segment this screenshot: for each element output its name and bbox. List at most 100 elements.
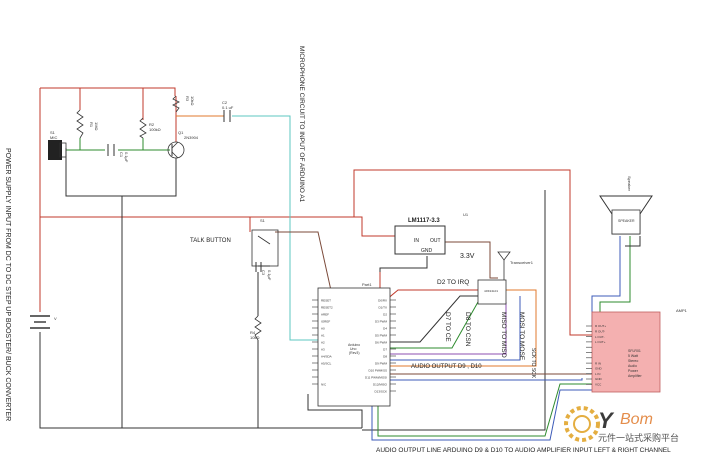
arduino-pin-label: A1: [321, 333, 325, 337]
arduino-pin-label: A5/SCL: [321, 361, 332, 365]
c2-value: 0.1 uF: [222, 105, 234, 110]
wire-gnd-tr: [362, 190, 546, 431]
r2-label: R2: [149, 122, 155, 127]
arduino-pin-label: D9 PWM: [375, 361, 388, 365]
battery-label: V: [54, 316, 57, 321]
speaker-label: Speaker: [627, 176, 632, 192]
wire-gnd-bottom: [39, 332, 362, 429]
c2-label: C2: [222, 100, 228, 105]
r4-label: R4: [250, 330, 256, 335]
c1-value: 0.1µF: [124, 152, 129, 163]
arduino-pin-label: D2: [383, 312, 387, 316]
arduino-name-3: (Rev3): [349, 351, 360, 355]
arduino-pin-label: RESET2: [321, 305, 333, 309]
miso-label: MISO TO MISO: [500, 312, 507, 358]
r3-label: R3: [185, 96, 190, 102]
arduino-pin-label: D6 PWM: [375, 340, 388, 344]
wires: [39, 87, 641, 441]
arduino-name-1: Arduino: [348, 343, 360, 347]
capacitor-c2: C2 0.1 uF: [222, 100, 234, 122]
arduino-pin-label: AREF: [321, 312, 329, 316]
amp-pin-label: L IN: [595, 372, 600, 376]
capacitor-c1: C1 0.1µF: [107, 144, 129, 163]
arduino-pin-label: D10 PWM/SS: [368, 368, 387, 372]
r1-value: 1MΩ: [94, 122, 99, 131]
amp-pin-label: R OUT-: [595, 330, 605, 334]
wire-audio-bottom-left: [371, 380, 600, 441]
regulator-out: OUT: [430, 238, 441, 244]
svg-text:Bom: Bom: [620, 411, 653, 428]
wire-sck: [390, 289, 537, 367]
microphone: S1 MIC: [48, 130, 67, 160]
arduino-pin-label: D1/TX: [378, 305, 387, 309]
q1-label: Q1: [178, 130, 184, 135]
capacitor-c3: C3 0.1µF: [255, 262, 272, 281]
amp-desc-line: Amplifier: [628, 374, 642, 378]
mic-value: MIC: [50, 135, 57, 140]
d8-csn-label: D8 TO CSN: [464, 312, 471, 347]
arduino-pin-label: D4: [383, 326, 387, 330]
svg-text:SPEAKER: SPEAKER: [618, 219, 635, 223]
mosi-label: MOSI TO MOSE: [518, 312, 525, 361]
transceiver-label: Transceiver1: [510, 260, 534, 265]
wire-miso: [390, 302, 507, 355]
arduino-pin-label: D13/SCK: [374, 389, 387, 393]
amp-desc-line: 5 Watt: [628, 354, 638, 358]
arduino-pin-label: N/C: [321, 382, 327, 386]
regulator-lm1117: LM1117-3.3 IN OUT GND U1 3.3V: [394, 212, 475, 260]
wire-d8-csn: [390, 301, 479, 349]
resistor-r3: R3 10kΩ: [172, 95, 195, 113]
arduino-pin-label: D3 PWM: [375, 319, 388, 323]
transistor-q1: Q1 2N3904: [167, 130, 199, 159]
wire-d2-irq: [379, 289, 478, 306]
amp-pin-label: L OUT-: [595, 335, 605, 339]
wire-mosi: [390, 296, 521, 361]
arduino-pin-label: D5 PWM: [375, 333, 388, 337]
r3-value: 10kΩ: [190, 96, 195, 105]
arduino-uno: Arduino Uno (Rev3) Part1 RESETRESET2AREF…: [312, 282, 396, 407]
arduino-pin-label: D0/RX: [378, 298, 387, 302]
amp-pin-label: VCC: [595, 383, 602, 387]
wire-audio-bottom-right: [377, 383, 600, 437]
arduino-pin-label: A4/SDA: [321, 354, 332, 358]
wire-speaker-a: [591, 236, 621, 326]
arduino-pin-label: D11 PWM/MOSI: [365, 375, 387, 379]
wire-33v-tr: [489, 256, 498, 279]
c3-value: 0.1µF: [267, 270, 272, 281]
amp-desc-line: Power: [628, 369, 639, 373]
d7-ce-label: D7 TO CE: [444, 312, 451, 342]
amp-label: AMP1: [676, 308, 688, 313]
sck-label: SCK TO SCK: [530, 348, 536, 379]
wire-gnd-arduino: [307, 394, 363, 428]
amp-pin-label: GND: [595, 377, 603, 381]
svg-text:nRF24L01: nRF24L01: [484, 289, 498, 293]
v33-label: 3.3V: [460, 253, 475, 260]
arduino-pin-label: D12/MISO: [373, 382, 388, 386]
arduino-pin-label: A3: [321, 347, 325, 351]
amp-pin-label: L OUT+: [595, 340, 606, 344]
resistor-r2: R2 100kΩ: [139, 117, 161, 139]
arduino-pin-label: A0: [321, 326, 325, 330]
d2-irq-label: D2 TO IRQ: [437, 279, 469, 286]
audio-output-label: AUDIO OUTPUT D9 , D10: [411, 364, 482, 370]
c3-label: C3: [261, 270, 266, 276]
amp-desc-line: SFLR01: [628, 349, 641, 353]
talk-button-label: TALK BUTTON: [190, 238, 231, 244]
amp-desc-line: Audio: [628, 364, 637, 368]
watermark: Y Bom 元件一站式采购平台: [564, 406, 679, 443]
transceiver: nRF24L01 Transceiver1: [477, 251, 534, 305]
r2-value: 100kΩ: [149, 127, 161, 132]
wire-vcc-top-right: [353, 169, 598, 336]
wire-out-arduino: [445, 241, 491, 256]
watermark-logo: Y: [598, 408, 615, 433]
regulator-in: IN: [414, 238, 419, 244]
resistor-r4: R4 10kΩ: [250, 315, 262, 341]
r4-value: 10kΩ: [250, 335, 259, 340]
audio-output-bottom-label: AUDIO OUTPUT LINE ARDUINO D9 & D10 TO AU…: [376, 447, 671, 454]
arduino-pin-label: D8: [383, 354, 387, 358]
part1-label: Part1: [362, 282, 372, 287]
wire-vcc-top: [40, 87, 176, 96]
